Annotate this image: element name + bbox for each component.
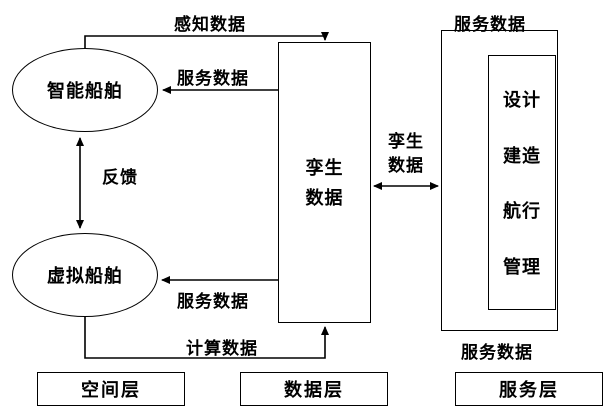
label-service-data-bottom-right: 服务数据 [461, 343, 533, 362]
node-virtual-ship: 虚拟船舶 [12, 233, 158, 317]
layer-service-label: 服务层 [499, 380, 559, 400]
label-perception-data: 感知数据 [174, 15, 246, 34]
layer-space-label: 空间层 [81, 380, 141, 400]
node-smart-ship-label: 智能船舶 [47, 81, 123, 101]
label-twin-data-link-line-2: 数据 [388, 156, 424, 175]
layer-box-service: 服务层 [455, 372, 603, 406]
service-item-build: 建造 [503, 145, 541, 166]
service-item-manage: 管理 [503, 257, 541, 278]
node-virtual-ship-label: 虚拟船舶 [47, 266, 123, 286]
layer-box-data: 数据层 [240, 372, 388, 406]
service-item-design: 设计 [503, 89, 541, 110]
layer-data-label: 数据层 [284, 380, 344, 400]
layer-box-space: 空间层 [37, 372, 185, 406]
label-computation-data: 计算数据 [186, 339, 258, 358]
label-service-data-top-right: 服务数据 [454, 15, 526, 34]
twin-data-line-1: 孪生 [305, 157, 344, 178]
label-service-data-bottom-left: 服务数据 [177, 292, 249, 311]
label-feedback: 反馈 [102, 168, 138, 187]
node-service-box: 设计 建造 航行 管理 [488, 55, 556, 310]
node-smart-ship: 智能船舶 [12, 48, 158, 132]
label-twin-data-link-line-1: 孪生 [388, 132, 424, 151]
twin-data-line-2: 数据 [305, 187, 344, 208]
node-twin-data-box: 孪生 数据 [278, 42, 371, 323]
service-item-navigate: 航行 [503, 201, 541, 222]
label-service-data-top-left: 服务数据 [177, 69, 249, 88]
label-twin-data-link: 孪生 数据 [376, 130, 436, 178]
